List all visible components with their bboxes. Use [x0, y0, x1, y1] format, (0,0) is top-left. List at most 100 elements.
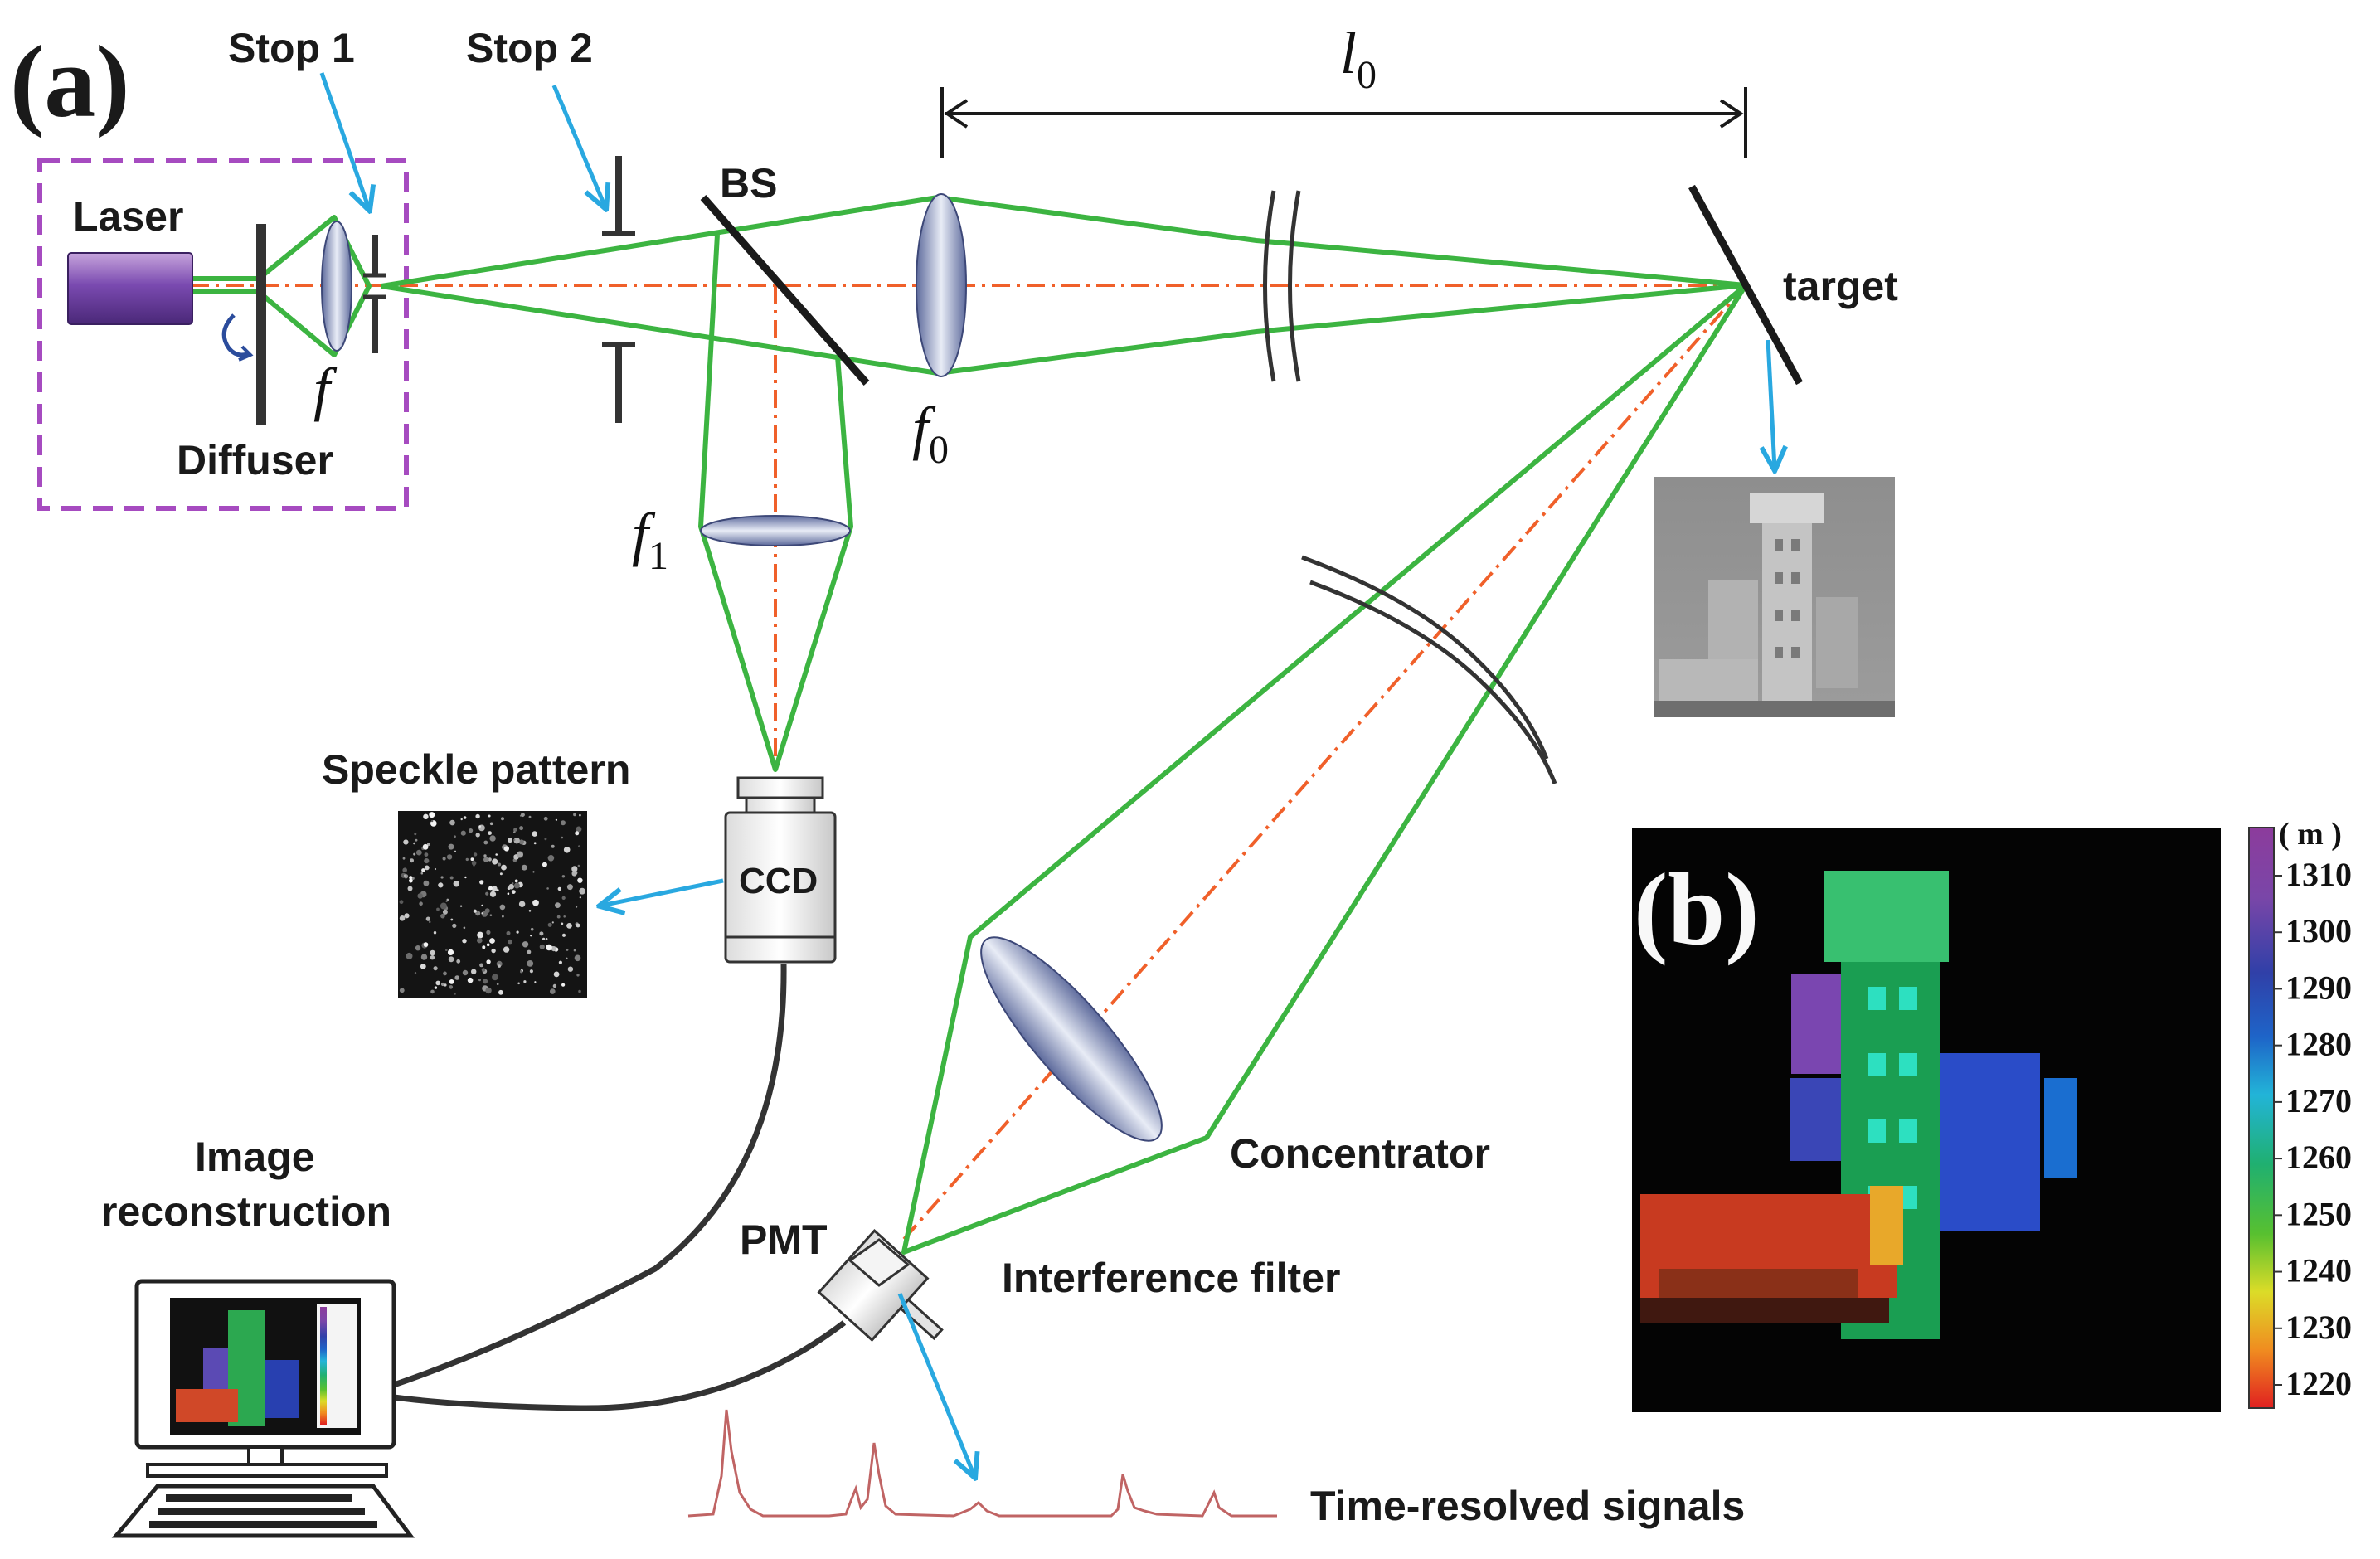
speckle-dot: [492, 858, 498, 865]
speckle-dot: [539, 944, 545, 949]
speckle-dot: [503, 946, 510, 953]
speckle-dot: [440, 913, 445, 919]
symbol-l0: l0: [1340, 20, 1377, 97]
speckle-dot: [414, 833, 417, 836]
speckle-dot: [406, 952, 413, 959]
speckle-dot: [485, 987, 492, 994]
colorbar: [2248, 827, 2275, 1409]
speckle-dot: [423, 942, 429, 947]
speckle-dot: [544, 838, 547, 841]
speckle-dot: [555, 902, 561, 908]
filter-label: Interference filter: [1002, 1255, 1340, 1301]
speckle-dot: [574, 954, 581, 962]
speckle-dot: [428, 920, 431, 924]
speckle-dot: [527, 949, 532, 954]
colorbar-tick-label: 1230: [2285, 1309, 2352, 1346]
speckle-dot: [511, 882, 514, 885]
speckle-dot: [563, 847, 571, 853]
speckle-dot: [489, 835, 496, 842]
speckle-dot: [498, 862, 502, 867]
speckle-dot: [579, 887, 585, 895]
speckle-dot: [403, 839, 409, 845]
speckle-dot: [491, 886, 498, 892]
speckle-dot: [399, 900, 404, 905]
speckle-dot: [477, 931, 483, 939]
signals-label: Time-resolved signals: [1310, 1483, 1745, 1529]
speckle-dot: [499, 872, 503, 876]
speckle-dot: [481, 912, 483, 915]
colorbar-tick-label: 1300: [2285, 912, 2352, 949]
speckle-dot: [529, 969, 534, 974]
colorbar-tick-label: 1220: [2285, 1365, 2352, 1402]
speckle-dot: [566, 949, 569, 951]
speckle-dot: [573, 813, 576, 817]
speckle-dot: [440, 982, 445, 987]
computer: [111, 1279, 415, 1538]
speckle-dot: [508, 939, 512, 945]
speckle-dot: [450, 918, 454, 921]
speckle-dot: [577, 864, 580, 867]
speckle-dot: [434, 867, 437, 871]
speckle-dot: [479, 880, 484, 885]
speckle-dot: [420, 964, 426, 969]
speckle-dot: [561, 820, 566, 826]
speckle-dot: [449, 979, 454, 984]
speckle-dot: [513, 831, 516, 833]
concentrator-label: Concentrator: [1230, 1130, 1490, 1177]
speckle-dot: [488, 814, 491, 818]
speckle-dot: [478, 825, 481, 828]
target: [1688, 184, 1803, 386]
speckle-dot: [579, 896, 581, 899]
speckle-dot: [553, 971, 560, 978]
speckle-dot: [547, 922, 552, 927]
distance-l0-bracket: [940, 87, 1747, 158]
time-resolved-signal: [687, 1409, 1277, 1518]
speckle-dot: [430, 819, 434, 823]
speckle-dot: [475, 833, 480, 838]
speckle-dot: [447, 949, 454, 955]
speckle-dot: [576, 906, 578, 908]
colorbar-tick-label: 1310: [2285, 856, 2352, 893]
speckle-dot: [440, 876, 444, 879]
speckle-dot: [527, 960, 534, 967]
speckle-dot: [511, 890, 516, 894]
speckle-dot: [399, 915, 406, 921]
speckle-dot: [473, 909, 477, 913]
speckle-dot: [435, 980, 440, 986]
stop-2: [602, 156, 635, 423]
speckle-dot: [576, 826, 582, 833]
speckle-dot: [415, 849, 422, 856]
speckle-dot: [469, 828, 474, 833]
panel-b-label: (b): [1634, 852, 1760, 966]
speckle-dot: [491, 948, 496, 954]
speckle-dot: [423, 813, 429, 819]
speckle-dot: [483, 840, 488, 845]
speckle-dot: [546, 887, 549, 890]
speckle-dot: [484, 908, 490, 914]
speckle-dot: [483, 857, 489, 862]
speckle-dot: [519, 826, 524, 831]
speckle-dot: [419, 901, 423, 906]
speckle-dot: [578, 989, 581, 993]
speckle-dot: [440, 902, 447, 910]
speckle-dot: [561, 836, 564, 839]
speckle-dot: [401, 872, 406, 878]
speckle-dot: [426, 843, 430, 847]
speckle-dot: [477, 937, 483, 944]
speckle-dot: [513, 882, 520, 889]
speckle-dot: [454, 993, 456, 995]
speckle-dot: [410, 858, 414, 863]
speckle-dot: [430, 955, 435, 960]
speckle-dot: [409, 876, 413, 880]
speckle-dot: [528, 815, 532, 818]
speckle-dot: [486, 930, 491, 935]
colorbar-tick-label: 1280: [2285, 1026, 2352, 1063]
speckle-dot: [498, 964, 501, 968]
concentrator-lens: [980, 936, 1163, 1142]
speckle-dot: [462, 939, 467, 944]
speckle-label: Speckle pattern: [322, 746, 630, 793]
speckle-dot: [411, 877, 415, 880]
speckle-dot: [443, 971, 447, 976]
